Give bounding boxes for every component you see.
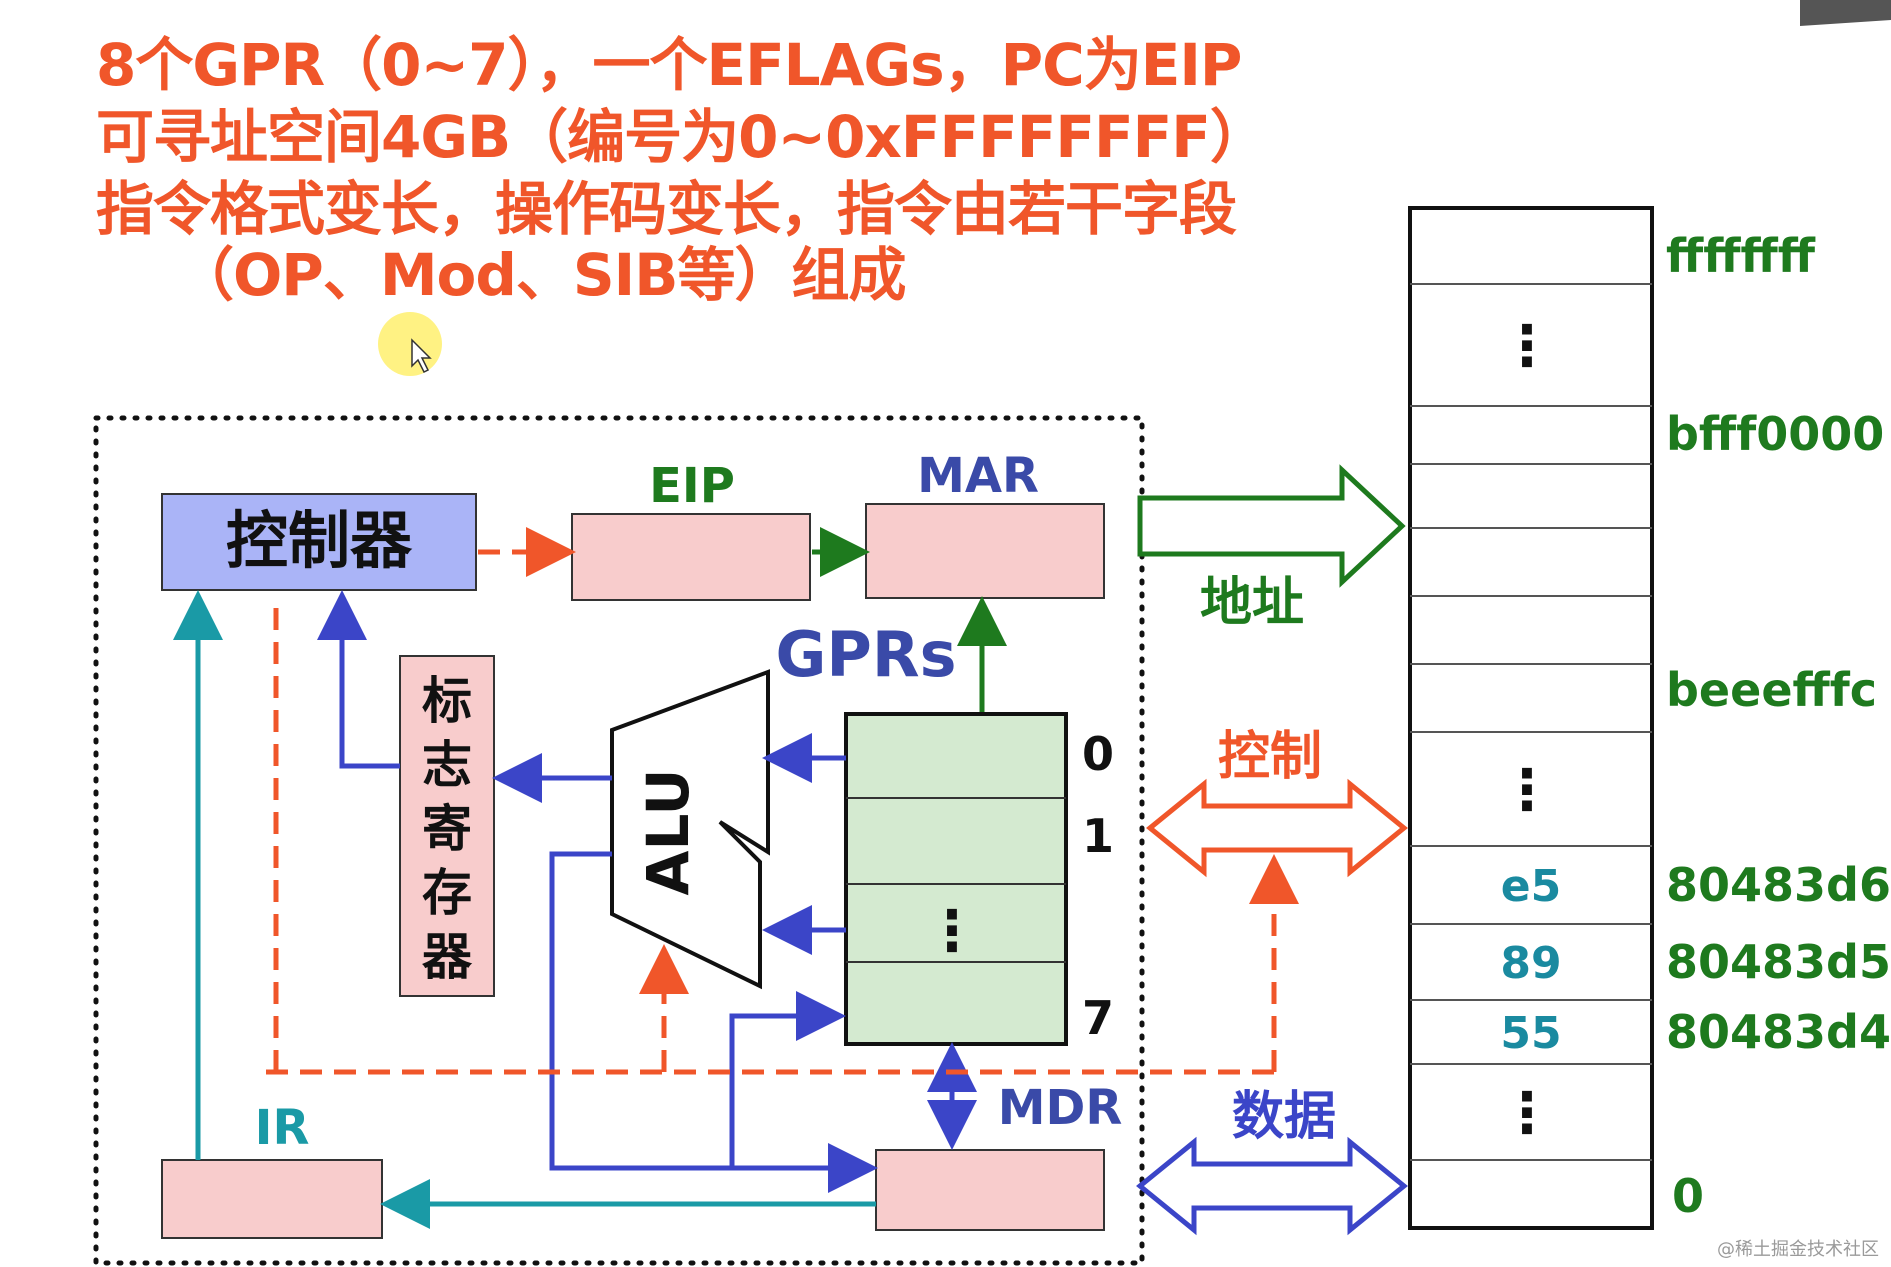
memory-address-label: 80483d6 xyxy=(1666,858,1891,912)
gpr-ellipsis: ⋮ xyxy=(924,899,980,964)
memory-column: ffffffff ⋮ bfff0000 beeefffc ⋮ e5 80483d6 89 804… xyxy=(1408,206,1891,1230)
alu-label: ALU xyxy=(634,769,702,896)
mouse-cursor-icon xyxy=(411,338,432,374)
header-line-1: 8个GPR（0~7），一个EFLAGs，PC为EIP xyxy=(96,31,1242,99)
mdr-to-gpr-arrow xyxy=(729,991,846,1168)
flags-char-2: 志 xyxy=(422,736,472,794)
memory-address-label: 80483d5 xyxy=(1666,935,1891,989)
eip-label: EIP xyxy=(649,458,735,514)
memory-cell-content: ⋮ xyxy=(1499,314,1555,379)
controller-label: 控制器 xyxy=(226,504,413,577)
gpr-index-0: 0 xyxy=(1082,727,1114,781)
alu-to-mdr-arrow xyxy=(549,851,878,1193)
cursor-highlight xyxy=(378,312,442,376)
data-bus-arrow xyxy=(1136,1136,1408,1236)
memory-cell-content: 89 xyxy=(1500,938,1561,989)
flags-char-3: 寄 xyxy=(422,800,472,858)
memory-address-label: bfff0000 xyxy=(1666,407,1884,461)
alu-shape xyxy=(610,669,770,990)
ir-label: IR xyxy=(255,1100,310,1156)
control-bus-arrow xyxy=(1146,778,1408,878)
memory-address-label: beeefffc xyxy=(1666,663,1877,717)
ir-register xyxy=(161,1159,383,1239)
address-bus-arrow xyxy=(1137,464,1406,588)
memory-cell-content: ⋮ xyxy=(1499,758,1555,823)
memory-address-label: 0 xyxy=(1672,1169,1704,1223)
memory-cell-content: ⋮ xyxy=(1499,1081,1555,1146)
control-bus-label: 控制 xyxy=(1218,727,1322,787)
memory-frame xyxy=(1408,206,1654,1230)
header-line-3: 指令格式变长，操作码变长，指令由若干字段 xyxy=(96,175,1237,243)
flags-char-4: 存 xyxy=(422,864,472,922)
gpr-stack xyxy=(844,712,1068,1046)
gprs-label: GPRs xyxy=(776,618,957,691)
memory-cell-content: 55 xyxy=(1500,1008,1561,1059)
memory-cell-content: e5 xyxy=(1501,861,1561,912)
header-line-4: （OP、Mod、SIB等）组成 xyxy=(176,241,906,309)
corner-decoration xyxy=(1800,0,1891,26)
address-bus-label: 地址 xyxy=(1200,573,1304,633)
flags-register xyxy=(399,655,495,997)
header-line-2: 可寻址空间4GB（编号为0~0xFFFFFFFF） xyxy=(96,103,1268,171)
memory-address-label: ffffffff xyxy=(1666,229,1816,283)
controller-box xyxy=(161,493,477,591)
cpu-boundary xyxy=(93,415,1145,1266)
mdr-label: MDR xyxy=(998,1080,1123,1136)
flags-char-5: 器 xyxy=(422,928,473,986)
mdr-register xyxy=(875,1149,1105,1231)
data-bus-label: 数据 xyxy=(1232,1087,1336,1147)
watermark: @稀土掘金技术社区 xyxy=(1717,1239,1879,1260)
gpr-index-1: 1 xyxy=(1082,809,1114,863)
gpr-index-7: 7 xyxy=(1082,991,1114,1045)
mar-label: MAR xyxy=(917,448,1039,504)
mar-register xyxy=(865,503,1105,599)
flags-to-controller-arrow xyxy=(317,590,400,769)
flags-char-1: 标 xyxy=(422,672,472,730)
memory-address-label: 80483d4 xyxy=(1666,1005,1891,1059)
eip-register xyxy=(571,513,811,601)
